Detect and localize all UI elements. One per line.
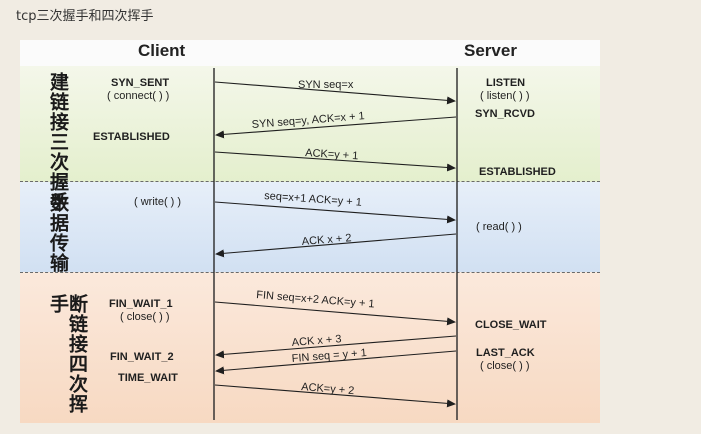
server-state-listen: LISTEN	[486, 77, 526, 89]
client-state-fin-wait-2: FIN_WAIT_2	[110, 351, 174, 363]
client-connect-call: ( connect( ) )	[107, 90, 170, 102]
teardown-phase-label: 断链接四次挥手	[47, 294, 88, 414]
client-state-fin-wait-1: FIN_WAIT_1	[109, 298, 173, 310]
client-close-call: ( close( ) )	[120, 311, 170, 323]
final-ack-arrow	[214, 384, 456, 408]
server-state-established: ESTABLISHED	[479, 166, 556, 178]
server-state-close-wait: CLOSE_WAIT	[475, 319, 547, 331]
syn-ack-arrow	[215, 116, 457, 139]
ack-arrow	[214, 151, 456, 172]
server-read-call: ( read( ) )	[476, 221, 522, 233]
syn-message: SYN seq=x	[298, 79, 354, 91]
server-close-call: ( close( ) )	[480, 360, 530, 372]
handshake-band	[20, 66, 600, 182]
server-state-last-ack: LAST_ACK	[476, 347, 535, 359]
ack-message: ACK=y + 1	[305, 147, 359, 162]
data-send-arrow	[214, 201, 456, 224]
data-ack-message: ACK x + 2	[301, 232, 352, 248]
server-state-syn-rcvd: SYN_RCVD	[475, 108, 535, 120]
final-ack-message: ACK=y + 2	[301, 381, 355, 397]
fin1-arrow	[214, 301, 456, 326]
client-column-title: Client	[138, 41, 186, 60]
fin2-message: FIN seq = y + 1	[291, 347, 367, 365]
handshake-phase-label: 建链接三次握手	[47, 72, 69, 212]
server-column-title: Server	[464, 41, 517, 60]
phase-divider	[20, 181, 600, 182]
phase-divider	[20, 272, 600, 273]
client-write-call: ( write( ) )	[134, 196, 182, 208]
server-listen-call: ( listen( ) )	[480, 90, 530, 102]
message-arrows: SYN seq=x SYN seq=y, ACK=x + 1 ACK=y + 1…	[213, 68, 458, 420]
client-state-syn-sent: SYN_SENT	[111, 77, 170, 89]
data-transfer-band	[20, 182, 600, 272]
page-caption: tcp三次握手和四次挥手	[16, 9, 154, 24]
fin1-ack-message: ACK x + 3	[291, 333, 342, 349]
data-transfer-phase-label: 数据传输	[47, 193, 69, 273]
fin1-ack-arrow	[215, 335, 457, 359]
column-header: Client Server	[20, 40, 600, 66]
fin2-arrow	[215, 350, 457, 375]
data-send-message: seq=x+1 ACK=y + 1	[264, 190, 362, 209]
client-state-established: ESTABLISHED	[93, 131, 170, 143]
client-state-time-wait: TIME_WAIT	[118, 372, 178, 384]
data-ack-arrow	[215, 233, 457, 258]
syn-arrow	[214, 81, 456, 105]
tcp-handshake-diagram: Client Server 建链接三次握手 数据传输 断链接四次挥手 SYN_S…	[20, 40, 600, 423]
